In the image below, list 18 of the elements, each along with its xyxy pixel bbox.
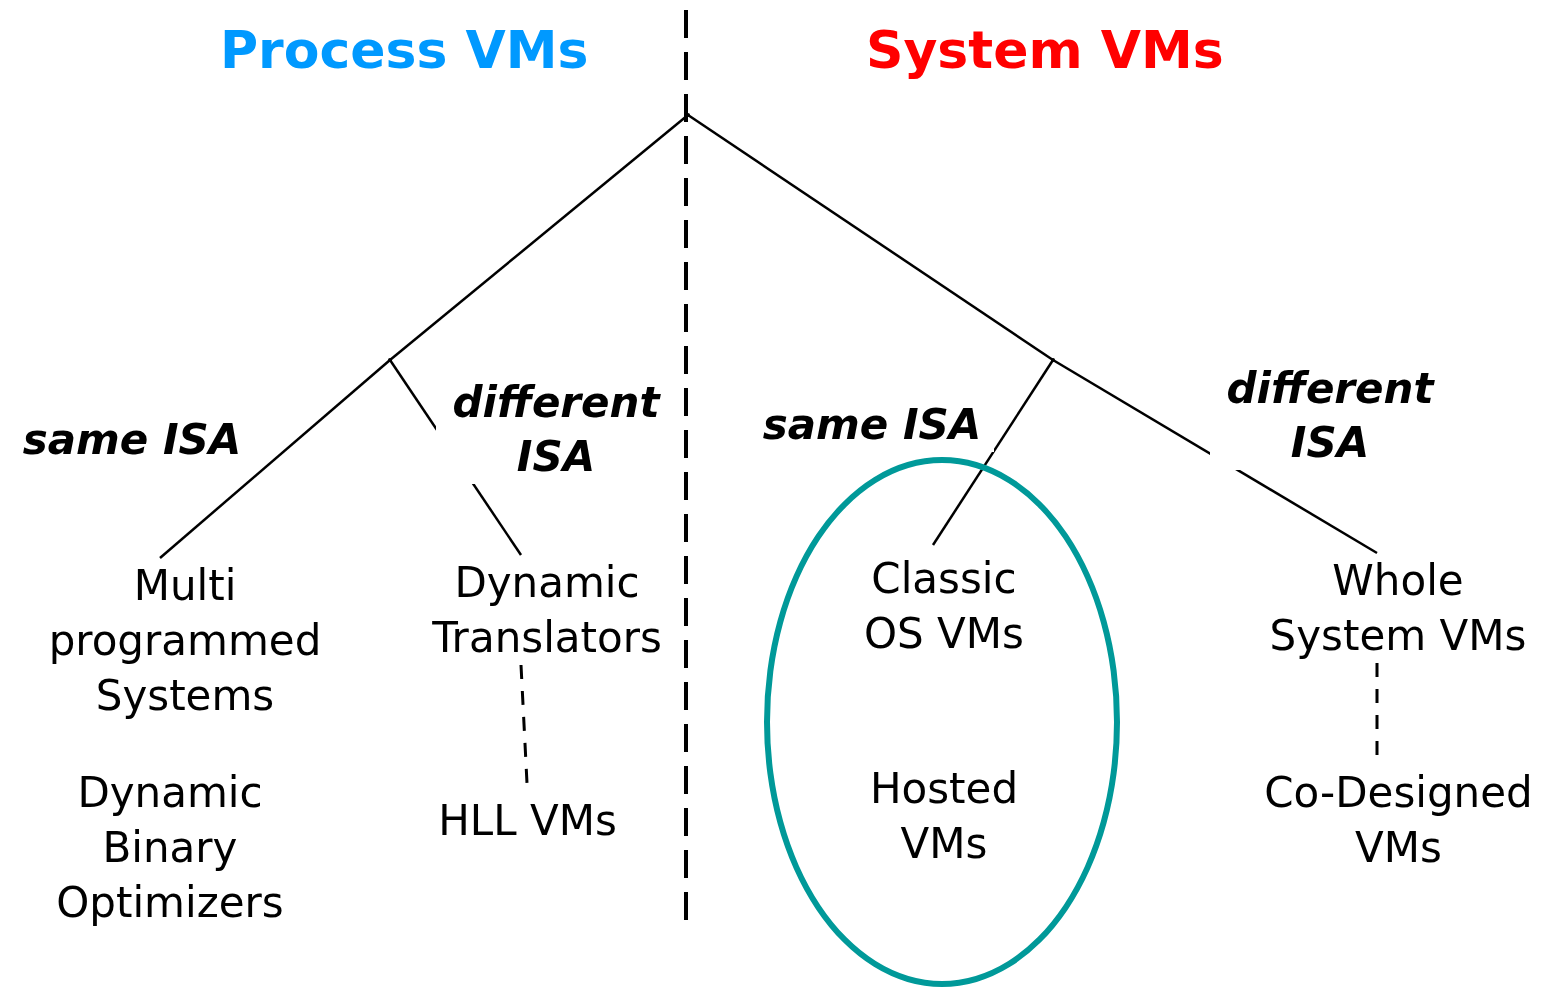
connector-line [1052, 358, 1378, 555]
node-label: Whole System VMs [1268, 555, 1528, 662]
node-label: Hosted VMs [868, 763, 1020, 870]
junction-dot [388, 358, 392, 362]
node-label: Co-Designed VMs [1263, 767, 1534, 874]
node-label: Classic OS VMs [863, 553, 1025, 660]
junction-dot [686, 113, 690, 117]
node-label: Dynamic Translators [431, 557, 663, 664]
connector-line [687, 113, 1054, 362]
node-label: HLL VMs [438, 795, 617, 847]
node-label: Dynamic Binary Optimizers [55, 767, 285, 929]
junction-dot [1051, 358, 1055, 362]
node-label: Multi programmed Systems [47, 560, 323, 722]
section-heading: System VMs [866, 19, 1224, 82]
connector-line [931, 359, 1055, 546]
connector-line [159, 359, 391, 559]
section-heading: Process VMs [220, 19, 589, 82]
ellipse-outline [764, 457, 1120, 987]
